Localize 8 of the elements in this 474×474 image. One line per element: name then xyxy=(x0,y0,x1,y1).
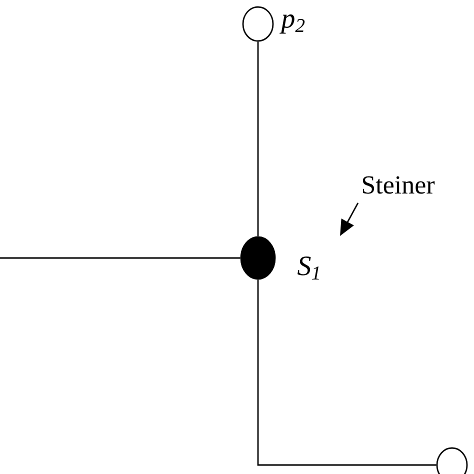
point-label: S$_{1}$ xyxy=(298,256,319,280)
node-label: Steiner xyxy=(362,176,435,194)
junction-dot xyxy=(240,236,276,280)
connecting-line xyxy=(257,280,436,466)
connecting-line xyxy=(0,257,240,259)
connecting-line xyxy=(257,42,259,236)
point-label: p$_{2}$ xyxy=(280,14,305,34)
terminal-circle xyxy=(242,6,274,42)
